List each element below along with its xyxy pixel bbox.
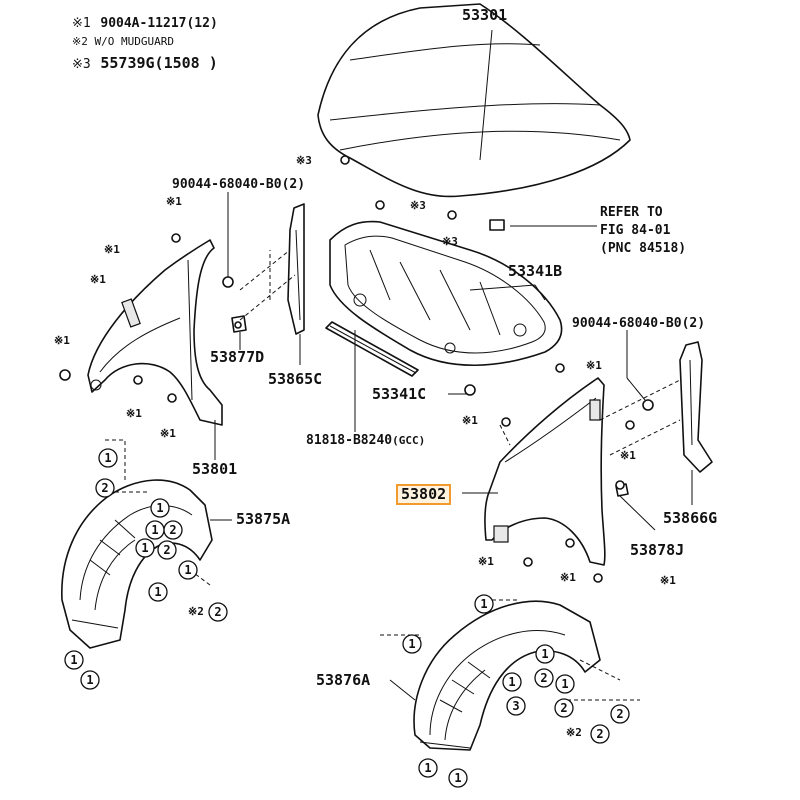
mark-2-b: ※2 (566, 726, 582, 739)
legend-mark-2: ※2 (72, 35, 88, 48)
mark-1-l: ※1 (660, 574, 676, 587)
legend-text-3: 55739G(1508 ) (100, 54, 218, 72)
fasteners (59, 155, 654, 583)
fender-left[interactable] (87, 239, 223, 426)
legend-mark-1: ※1 (72, 16, 91, 31)
mark-1-e: ※1 (126, 407, 142, 420)
fender-protector-right[interactable] (679, 341, 713, 473)
label-bolt-right[interactable]: 90044-68040-B0(2) (572, 316, 706, 331)
label-bolt-left[interactable]: 90044-68040-B0(2) (172, 177, 306, 192)
legend-text-1: 9004A-11217(12) (100, 16, 218, 31)
leader-lines (210, 29, 693, 701)
mark-3-b: ※3 (410, 199, 426, 212)
legend-line-3: ※3 55739G(1508 ) (72, 54, 218, 72)
hood-insulator[interactable] (329, 220, 563, 367)
mark-3-a: ※3 (296, 154, 312, 167)
legend-mark-3: ※3 (72, 57, 91, 72)
label-seal-strip[interactable]: 81818-B8240(GCC) (306, 434, 425, 447)
seal-strip-suffix: (GCC) (392, 434, 426, 447)
mark-1-d: ※1 (54, 334, 70, 347)
hood-panel[interactable] (317, 3, 631, 198)
mark-1-h: ※1 (462, 414, 478, 427)
mark-2-a: ※2 (188, 605, 204, 618)
fender-protector-left[interactable] (287, 203, 305, 335)
mark-1-b: ※1 (104, 243, 120, 256)
refer-line-3[interactable]: (PNC 84518) (600, 241, 687, 256)
legend-line-2: ※2 W/O MUDGUARD (72, 36, 174, 47)
mark-1-c: ※1 (90, 273, 106, 286)
seal-strip-number: 81818-B8240 (306, 433, 393, 448)
label-liner-right[interactable]: 53876A (316, 671, 371, 689)
mark-1-f: ※1 (160, 427, 176, 440)
label-hood-insulator[interactable]: 53341B (508, 262, 563, 280)
label-fender-left[interactable]: 53801 (192, 460, 238, 478)
mark-1-j: ※1 (478, 555, 494, 568)
mark-1-k: ※1 (560, 571, 576, 584)
legend-text-2: W/O MUDGUARD (94, 35, 174, 48)
label-fender-protector-right[interactable]: 53866G (663, 509, 718, 527)
mark-1-g: ※1 (586, 359, 602, 372)
liner-left[interactable] (61, 479, 213, 649)
mark-1-a: ※1 (166, 195, 182, 208)
liner-right[interactable] (413, 600, 601, 751)
label-fender-bracket-left[interactable]: 53877D (210, 348, 265, 366)
label-fender-right[interactable]: 53802 (396, 484, 452, 505)
label-hood[interactable]: 53301 (462, 6, 508, 24)
refer-line-2[interactable]: FIG 84-01 (600, 223, 671, 238)
fender-right[interactable] (484, 377, 606, 566)
label-hood-seal[interactable]: 53341C (372, 385, 427, 403)
refer-line-1[interactable]: REFER TO (600, 205, 663, 220)
mark-1-i: ※1 (620, 449, 636, 462)
label-liner-left[interactable]: 53875A (236, 510, 291, 528)
label-fender-protector-left[interactable]: 53865C (268, 370, 323, 388)
seal-strip[interactable] (325, 321, 419, 377)
mark-3-c: ※3 (442, 235, 458, 248)
label-fender-bracket-right[interactable]: 53878J (630, 541, 685, 559)
legend-line-1: ※1 9004A-11217(12) (72, 14, 218, 30)
